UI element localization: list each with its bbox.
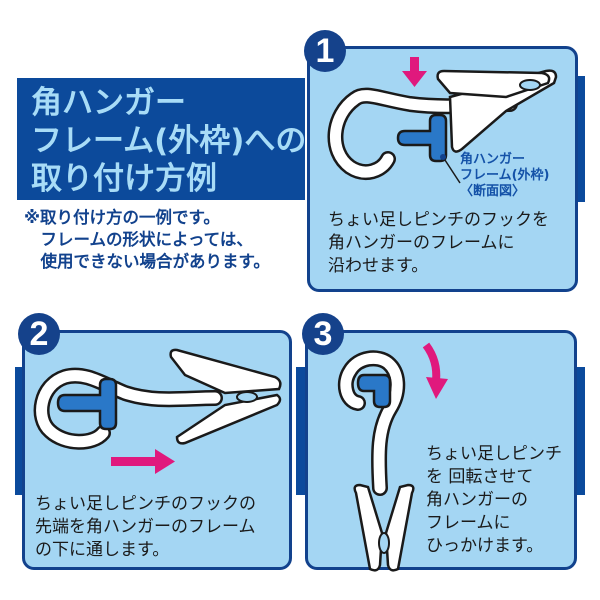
step-2-illustration [33, 348, 282, 474]
step-2-description: ちょい足しピンチのフックの 先端を角ハンガーのフレーム の下に通します。 [35, 493, 256, 562]
note-line-1: ※取り付け方の一例です。 [24, 208, 220, 227]
step-3-line-1: ちょい足しピンチ [426, 444, 562, 464]
arrow-curved-down-icon [422, 342, 448, 399]
title-banner: 角ハンガー フレーム(外枠)への 取り付け方例 [17, 78, 307, 200]
step-1-description: ちょい足しピンチのフックを 角ハンガーのフレームに 沿わせます。 [328, 209, 549, 278]
step-3-description: ちょい足しピンチ を 回転させて 角ハンガーの フレームに ひっかけます。 [426, 443, 562, 558]
label-line-2: フレーム(外枠) [460, 168, 550, 183]
label-line-3: 〈断面図〉 [460, 184, 526, 199]
step-3-badge: 3 [302, 313, 344, 355]
step-2-line-3: の下に通します。 [35, 540, 170, 560]
step-3-line-5: ひっかけます。 [426, 536, 544, 556]
step-3-line-2: を 回転させて [426, 467, 534, 487]
step-2-panel: ちょい足しピンチのフックの 先端を角ハンガーのフレーム の下に通します。 [22, 330, 292, 570]
title-line-3: 取り付け方例 [31, 161, 217, 197]
step-3-line-3: 角ハンガーの [426, 490, 528, 510]
step-1-line-3: 沿わせます。 [328, 256, 429, 276]
step-2-line-2: 先端を角ハンガーのフレーム [35, 517, 256, 537]
step-1-line-1: ちょい足しピンチのフックを [328, 210, 549, 230]
clip-icon [353, 483, 415, 572]
arrow-down-icon [402, 57, 427, 87]
note-text: ※取り付け方の一例です。 フレームの形状によっては、 使用できない場合があります… [24, 207, 270, 273]
step-1-label: 角ハンガー フレーム(外枠) 〈断面図〉 [460, 152, 550, 200]
title-line-2: フレーム(外枠)への [31, 123, 307, 159]
step-1-badge: 1 [304, 30, 346, 72]
arrow-right-icon [111, 449, 175, 474]
step-3-illustration [337, 342, 448, 572]
step-1-panel: 角ハンガー フレーム(外枠) 〈断面図〉 ちょい足しピンチのフックを 角ハンガー… [307, 46, 578, 292]
clip-icon [436, 69, 558, 153]
frame-cross-section-icon [356, 373, 392, 409]
step-1-line-2: 角ハンガーのフレームに [328, 233, 515, 253]
note-line-2: フレームの形状によっては、 [24, 230, 253, 249]
title-line-1: 角ハンガー [31, 85, 186, 121]
frame-cross-section-icon [56, 377, 118, 431]
clip-icon [169, 348, 282, 445]
step-2-line-1: ちょい足しピンチのフックの [35, 494, 256, 514]
step-2-badge: 2 [18, 313, 60, 355]
frame-cross-section-icon [396, 113, 448, 163]
step-3-panel: ちょい足しピンチ を 回転させて 角ハンガーの フレームに ひっかけます。 [305, 330, 577, 572]
label-line-1: 角ハンガー [460, 152, 526, 167]
step-1-illustration [327, 57, 558, 184]
step-3-line-4: フレームに [426, 513, 511, 533]
note-line-3: 使用できない場合があります。 [24, 252, 270, 271]
decor-strip-left-top [4, 88, 20, 200]
